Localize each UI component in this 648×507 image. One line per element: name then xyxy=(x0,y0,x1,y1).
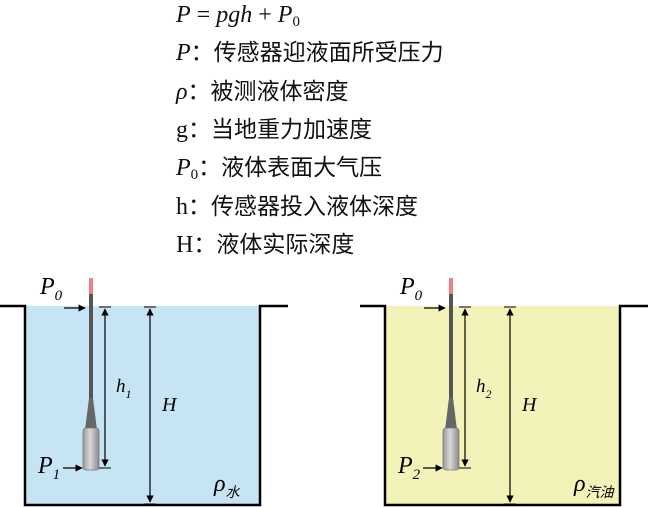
definition-line: g：当地重力加速度 xyxy=(176,115,372,145)
definition-line: h：传感器投入液体深度 xyxy=(176,192,418,222)
sensor-pressure-label: P2 xyxy=(397,453,421,483)
definition-text: ：液体表面大气压 xyxy=(198,155,383,181)
definition-symbol: P0 xyxy=(176,155,199,183)
cable-tip xyxy=(89,278,93,294)
definition-symbol: g xyxy=(176,117,188,143)
definition-text: ：传感器迎液面所受压力 xyxy=(190,40,444,66)
liquid-density-label: ρ水 xyxy=(213,471,241,501)
sensor-cable xyxy=(89,294,93,398)
definition-line: ρ：被测液体密度 xyxy=(176,77,349,107)
liquid-density-label: ρ汽油 xyxy=(573,471,616,501)
formula-p0: P0 xyxy=(277,2,300,30)
cable-taper xyxy=(85,398,97,430)
formula-plus: + xyxy=(252,2,278,28)
definition-line: H：液体实际深度 xyxy=(176,230,354,260)
p0-label: P0 xyxy=(399,274,423,304)
H-depth-label: H xyxy=(161,394,178,416)
formula-p: P xyxy=(176,2,191,28)
pressure-sensor xyxy=(442,427,460,471)
definition-text: ：液体实际深度 xyxy=(193,232,355,258)
H-depth-label: H xyxy=(521,394,538,416)
definition-text: ：当地重力加速度 xyxy=(188,117,372,143)
definition-line: P：传感器迎液面所受压力 xyxy=(176,38,444,68)
formula-eq: = xyxy=(190,2,217,28)
pressure-formula: P = pgh + P0 xyxy=(176,0,300,37)
h-depth-label: h2 xyxy=(476,376,492,401)
cable-tip xyxy=(449,278,453,294)
cable-taper xyxy=(445,398,457,430)
formula-rhs: pgh xyxy=(216,2,253,28)
tank-wall xyxy=(0,304,288,507)
h-depth-label: h1 xyxy=(116,376,132,401)
p0-label: P0 xyxy=(39,274,63,304)
liquid-body xyxy=(25,306,260,505)
tank-wall xyxy=(360,304,648,507)
definition-symbol: h xyxy=(176,194,188,220)
definition-text: ：传感器投入液体深度 xyxy=(188,194,418,220)
sensor-cable xyxy=(449,294,453,398)
pressure-sensor xyxy=(82,427,100,471)
sensor-pressure-label: P1 xyxy=(37,453,60,483)
definition-symbol: H xyxy=(176,232,194,258)
definition-symbol: ρ xyxy=(176,79,188,105)
liquid-body xyxy=(385,306,620,505)
definition-text: ：被测液体密度 xyxy=(187,79,349,105)
definition-symbol: P xyxy=(176,40,191,66)
definition-line: P0：液体表面大气压 xyxy=(176,153,382,190)
